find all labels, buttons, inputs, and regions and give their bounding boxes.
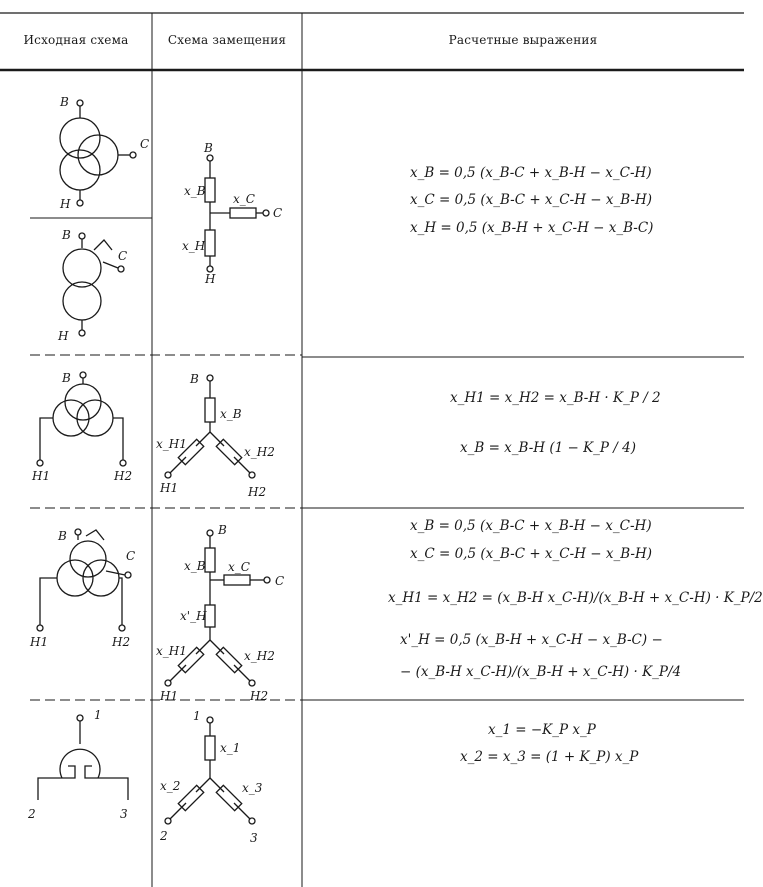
terminal-label: B — [57, 529, 67, 543]
resistor-label: x_C — [228, 560, 250, 574]
terminal-label: 1 — [193, 709, 201, 723]
resistor-label: x_B — [220, 407, 242, 421]
formula-line: x_H1 = x_H2 = (x_B-H x_C-H)/(x_B-H + x_C… — [388, 590, 763, 606]
terminal-label: H2 — [111, 635, 130, 649]
terminal-label: C — [275, 574, 284, 588]
terminal-label: C — [273, 206, 282, 220]
terminal-label: B — [61, 371, 71, 385]
terminal-label: C — [118, 249, 127, 263]
combined-equivalent-schematic — [164, 529, 271, 687]
formula-line: x_1 = −K_P x_P — [488, 722, 596, 738]
header-formulas: Расчетные выражения — [448, 33, 598, 47]
terminal-label: H1 — [159, 481, 178, 495]
terminal-label: H1 — [29, 635, 48, 649]
formula-line: x_C = 0,5 (x_B-C + x_C-H − x_B-H) — [410, 192, 652, 208]
split-reactor-schematic — [37, 714, 129, 800]
formula-line: x'_H = 0,5 (x_B-H + x_C-H − x_B-C) − — [400, 632, 663, 648]
resistor-label: x_B — [184, 559, 206, 573]
terminal-label: H1 — [31, 469, 50, 483]
resistor-label: x_H2 — [244, 445, 275, 459]
table-grid: B C H B C H B x_B x_C C x_H H B H1 H2 B … — [0, 12, 744, 887]
resistor-label: x_H — [182, 239, 206, 253]
terminal-label: 2 — [27, 807, 36, 821]
formula-line: x_C = 0,5 (x_B-C + x_C-H − x_B-H) — [410, 546, 652, 562]
terminal-label: H — [59, 197, 71, 211]
header-source-scheme: Исходная схема — [23, 33, 129, 47]
terminal-label: H2 — [113, 469, 132, 483]
formula-line: x_B = 0,5 (x_B-C + x_B-H − x_C-H) — [410, 518, 652, 534]
resistor-label: x_H1 — [156, 644, 187, 658]
resistor-label: x_3 — [242, 781, 263, 795]
terminal-label: H — [204, 272, 216, 286]
resistor-label: x_C — [233, 192, 255, 206]
split-winding-transformer-schematic — [36, 371, 127, 467]
resistor-label: x_H1 — [156, 437, 187, 451]
terminal-label: 3 — [120, 807, 128, 821]
resistor-label: x'_H — [180, 609, 207, 623]
terminal-label: H2 — [247, 485, 266, 499]
resistor-label: x_2 — [160, 779, 180, 793]
reference-table: B C H B C H B x_B x_C C x_H H B H1 H2 B … — [0, 12, 763, 887]
terminal-label: H1 — [159, 689, 178, 703]
resistor-label: x_B — [184, 184, 206, 198]
terminal-label: C — [140, 137, 149, 151]
three-winding-transformer-schematic — [59, 99, 137, 207]
y-equivalent-schematic — [164, 374, 256, 479]
terminal-label: H2 — [249, 689, 268, 703]
terminal-label: B — [59, 95, 69, 109]
resistor-label: x_1 — [220, 741, 240, 755]
terminal-label: B — [217, 523, 227, 537]
terminal-label: 1 — [94, 708, 102, 722]
formula-line: − (x_B-H x_C-H)/(x_B-H + x_C-H) · K_P/4 — [400, 664, 682, 680]
terminal-label: 2 — [159, 829, 168, 843]
terminal-label: C — [126, 549, 135, 563]
formula-line: x_B = 0,5 (x_B-C + x_B-H − x_C-H) — [410, 165, 652, 181]
formula-line: x_2 = x_3 = (1 + K_P) x_P — [460, 749, 639, 765]
star-equivalent-schematic — [204, 154, 270, 273]
split-autotransformer-schematic — [36, 528, 132, 632]
resistor-label: x_H2 — [244, 649, 275, 663]
terminal-label: B — [61, 228, 71, 242]
terminal-label: B — [189, 372, 199, 386]
terminal-label: B — [203, 141, 213, 155]
terminal-label: H — [57, 329, 69, 343]
formula-line: x_B = x_B-H (1 − K_P / 4) — [460, 440, 636, 456]
formula-line: x_H1 = x_H2 = x_B-H · K_P / 2 — [450, 390, 661, 406]
reactor-equivalent-schematic — [164, 716, 256, 825]
terminal-label: 3 — [250, 831, 258, 845]
formula-line: x_H = 0,5 (x_B-H + x_C-H − x_B-C) — [410, 220, 654, 236]
autotransformer-schematic — [62, 232, 125, 337]
header-equivalent-scheme: Схема замещения — [167, 33, 287, 47]
